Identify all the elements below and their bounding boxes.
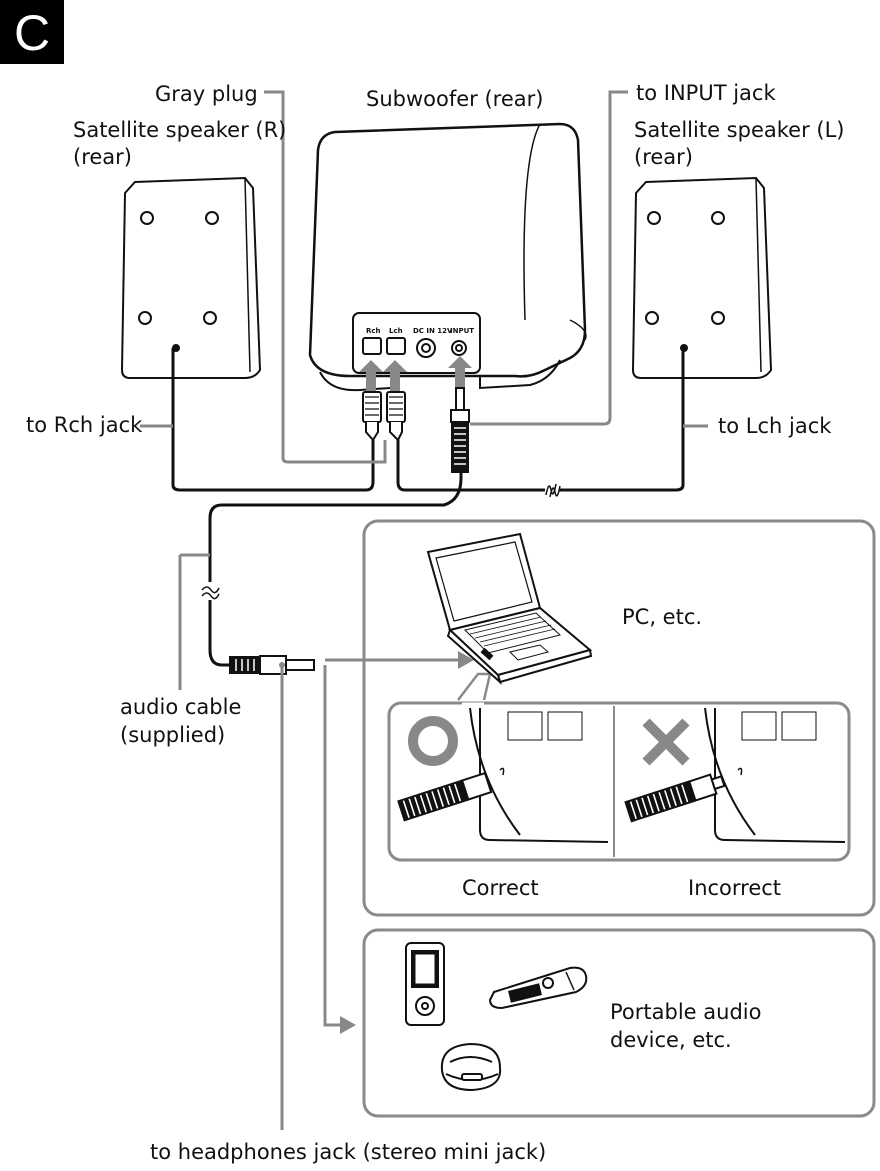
portable-label: Portable audio [610,1000,761,1024]
laptop-icon [426,532,593,686]
leader-lines [140,90,708,1130]
satellite-speaker-r [120,176,262,379]
correct-label: Correct [462,876,539,900]
o-correct-icon [408,716,458,766]
badge-letter: C [14,5,50,61]
speaker-cables [171,348,685,667]
audio-cable-supplied-label: (supplied) [120,723,225,747]
portable-panel [362,928,876,1118]
pendant-player-icon [440,1042,502,1092]
satellite-r-label: Satellite speaker (R) [73,118,286,142]
section-badge: C [0,0,64,64]
dc-in-port [416,338,436,358]
jack-arrows [359,356,472,392]
lch-port [386,337,406,355]
to-input-jack-label: to INPUT jack [636,81,776,105]
mini-plug-end [229,655,315,675]
jack-panel-labels: Rch Lch DC IN 12V INPUT [366,327,474,335]
labels: Gray plug Subwoofer (rear) to INPUT jack… [26,81,844,1164]
headphones-jack-label: to headphones jack (stereo mini jack) [150,1140,546,1164]
rca-plugs [362,391,406,442]
pc-panel [362,519,876,917]
to-rch-jack-label: to Rch jack [26,413,143,437]
subwoofer [308,122,587,392]
correct-detail [397,707,609,843]
pc-label: PC, etc. [622,605,702,629]
input-port [451,340,467,356]
satellite-speaker-l [631,176,773,379]
incorrect-detail [624,707,846,843]
rch-label: Rch [366,327,381,335]
satellite-l-label: Satellite speaker (L) [634,118,844,142]
usb-player-icon [488,966,588,1010]
mini-plug-input [450,387,470,473]
subwoofer-label: Subwoofer (rear) [366,87,543,111]
to-lch-jack-label: to Lch jack [718,414,832,438]
portable-label-2: device, etc. [610,1028,732,1052]
jack-panel-ports [362,337,467,358]
dc-in-label: DC IN 12V [413,327,453,335]
x-incorrect-icon [642,718,690,766]
gray-plug-label: Gray plug [155,82,258,106]
lch-label: Lch [389,327,403,335]
music-player-icon [405,942,445,1026]
rch-port [362,337,382,355]
incorrect-label: Incorrect [688,876,781,900]
audio-cable-label: audio cable [120,695,241,719]
satellite-l-rear-label: (rear) [634,145,693,169]
routing-arrowheads [340,651,474,1034]
satellite-r-rear-label: (rear) [73,145,132,169]
break-marks [200,482,561,600]
input-label: INPUT [450,327,474,335]
